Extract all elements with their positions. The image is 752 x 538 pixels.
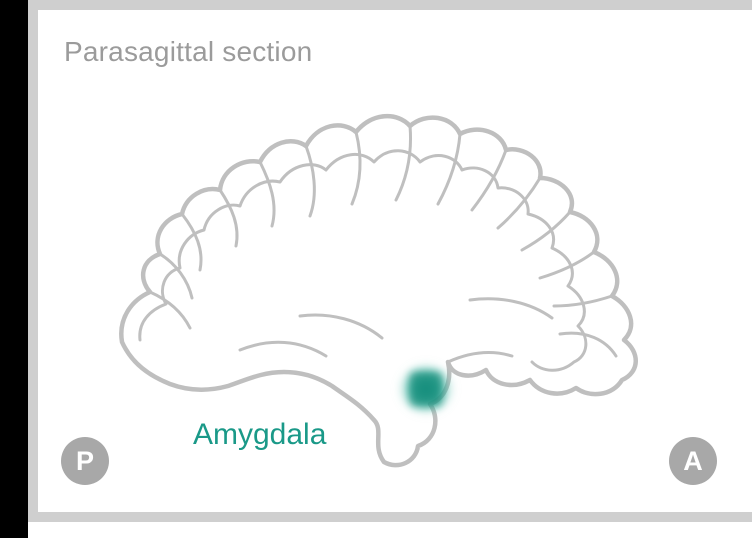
posterior-badge: P xyxy=(61,437,109,485)
amygdala-label: Amygdala xyxy=(193,418,326,452)
brain-outline xyxy=(121,116,635,465)
amygdala-highlight xyxy=(397,362,455,416)
anterior-badge: A xyxy=(669,437,717,485)
brain-sulci xyxy=(150,126,616,362)
brain-inner-contour xyxy=(140,151,586,371)
